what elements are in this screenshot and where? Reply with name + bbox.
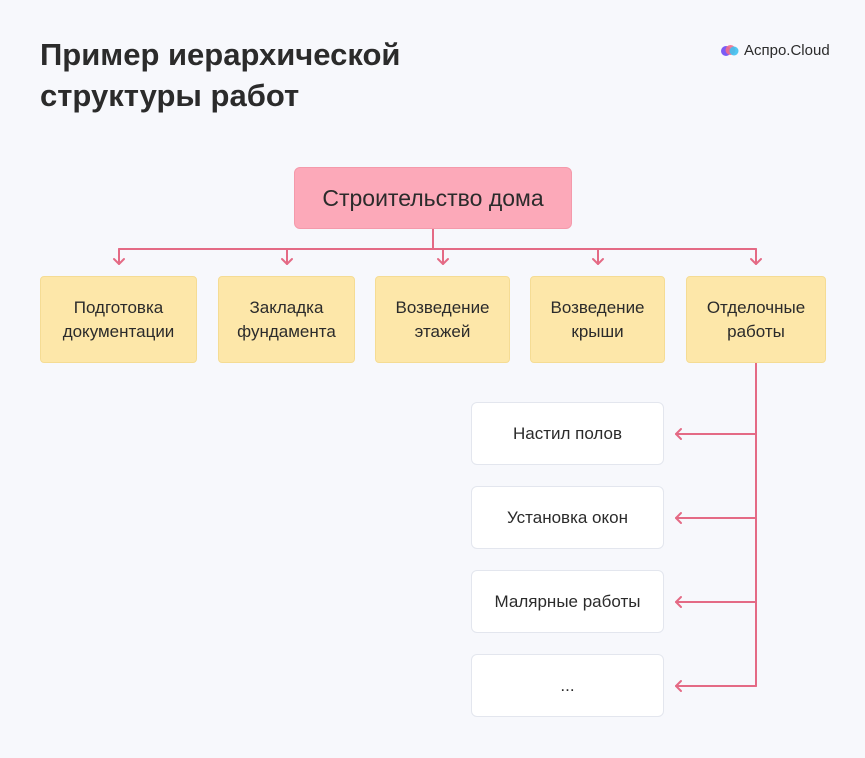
arrow-down-icon xyxy=(437,258,449,265)
arrow-left-icon xyxy=(675,680,682,692)
root-node-label: Строительство дома xyxy=(322,184,544,211)
arrow-left-icon xyxy=(675,512,682,524)
category-node-4: Возведение крыши xyxy=(530,276,665,363)
arrow-down-icon xyxy=(750,258,762,265)
arrow-down-icon xyxy=(592,258,604,265)
page-title: Пример иерархической структуры работ xyxy=(40,34,500,116)
category-label-line-2: документации xyxy=(62,321,175,341)
subtask-label: Малярные работы xyxy=(494,591,641,611)
aspro-cloud-logo-icon xyxy=(721,45,739,56)
category-node-1: Подготовка документации xyxy=(40,276,197,363)
arrow-left-icon xyxy=(675,428,682,440)
brand: Аспро.Cloud xyxy=(721,40,830,60)
category-label-line-1: Подготовка xyxy=(73,297,164,317)
arrow-down-icon xyxy=(113,258,125,265)
category-node-3: Возведение этажей xyxy=(375,276,510,363)
category-label-line-2: этажей xyxy=(414,321,471,341)
category-label-line-1: Возведение xyxy=(395,297,490,317)
category-label-line-1: Закладка xyxy=(249,297,324,317)
category-label: Подготовка документации xyxy=(63,296,175,344)
category-label-line-2: фундамента xyxy=(237,321,336,341)
title-line-2: структуры работ xyxy=(40,78,300,113)
category-label: Возведение этажей xyxy=(395,296,489,344)
subtask-label: ... xyxy=(560,675,575,695)
category-label: Закладка фундамента xyxy=(237,296,336,344)
brand-name: Аспро.Cloud xyxy=(744,41,830,59)
subtask-node-3: Малярные работы xyxy=(471,570,664,633)
category-label-line-1: Отделочные xyxy=(706,297,806,317)
category-label-line-1: Возведение xyxy=(550,297,645,317)
arrow-left-icon xyxy=(675,596,682,608)
category-label: Возведение крыши xyxy=(550,296,644,344)
root-node: Строительство дома xyxy=(294,167,572,229)
subtask-label: Настил полов xyxy=(512,423,623,443)
subtask-node-2: Установка окон xyxy=(471,486,664,549)
category-label: Отделочные работы xyxy=(707,296,805,344)
subtask-node-4: ... xyxy=(471,654,664,717)
subtask-label: Установка окон xyxy=(506,507,628,527)
category-node-2: Закладка фундамента xyxy=(218,276,355,363)
category-node-5: Отделочные работы xyxy=(686,276,826,363)
title-line-1: Пример иерархической xyxy=(40,37,401,72)
subtask-node-1: Настил полов xyxy=(471,402,664,465)
category-label-line-2: работы xyxy=(727,321,785,341)
category-label-line-2: крыши xyxy=(571,321,624,341)
arrow-down-icon xyxy=(281,258,293,265)
